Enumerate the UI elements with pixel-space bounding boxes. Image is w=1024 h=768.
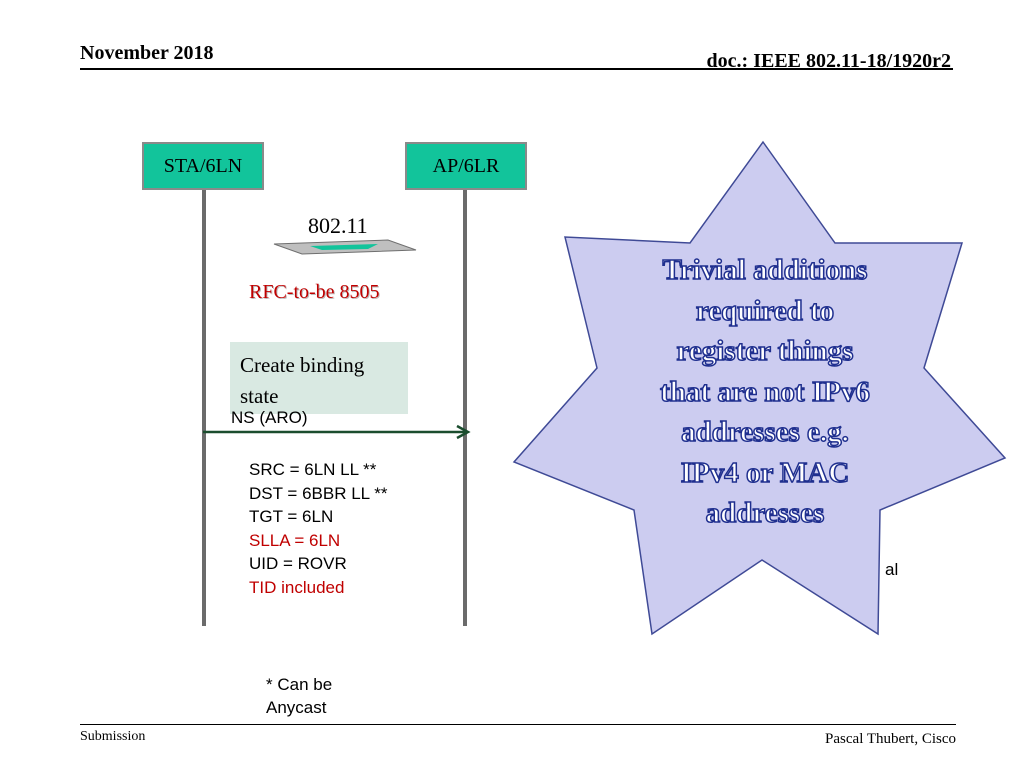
header-date: November 2018 <box>80 42 214 64</box>
partial-text: al <box>885 560 899 579</box>
callout-line-6: IPv4 or MAC <box>680 456 850 489</box>
field-tgt: TGT = 6LN <box>249 507 334 526</box>
callout-line-2: required to <box>695 294 835 327</box>
callout-line-1: Trivial additions <box>662 253 868 286</box>
footnote: * Can be Anycast <box>266 673 332 719</box>
footnote-line-1: * Can be <box>266 675 333 694</box>
footnote-line-2: Anycast <box>266 698 327 717</box>
node-sta-label: STA/6LN <box>163 154 243 177</box>
lifeline-ap <box>463 190 467 626</box>
footer-rule <box>80 724 956 725</box>
wireless-link-icon <box>273 239 417 255</box>
footer-submission: Submission <box>80 729 146 744</box>
callout-line-3: register things <box>676 334 854 367</box>
footer-author: Pascal Thubert, Cisco <box>825 731 956 747</box>
field-src: SRC = 6LN LL ** <box>249 460 377 479</box>
header-doc-id: doc.: IEEE 802.11-18/1920r2 <box>706 50 951 72</box>
link-label: 802.11 <box>308 213 368 238</box>
node-ap-label: AP/6LR <box>432 154 500 177</box>
field-dst: DST = 6BBR LL ** <box>249 483 388 503</box>
callout-line-4: that are not IPv6 <box>659 375 870 408</box>
binding-state-note: Create binding state <box>230 342 408 414</box>
protocol-label: RFC-to-be 8505 <box>249 281 380 303</box>
header-rule <box>80 68 953 70</box>
node-ap-6lr: AP/6LR <box>405 142 527 190</box>
message-label: NS (ARO) <box>231 408 308 427</box>
message-arrow <box>203 424 471 440</box>
node-sta-6ln: STA/6LN <box>142 142 264 190</box>
callout-line-7: addresses <box>705 496 825 529</box>
message-fields: SRC = 6LN LL ** DST = 6BBR LL ** TGT = 6… <box>249 458 387 599</box>
field-slla: SLLA = 6LN <box>249 530 341 550</box>
field-tid: TID included <box>249 577 345 597</box>
callout-text: Trivial additions required to register t… <box>600 250 930 534</box>
callout-line-5: addresses e.g. <box>680 415 849 448</box>
lifeline-sta <box>202 190 206 626</box>
field-uid: UID = ROVR <box>249 554 347 573</box>
